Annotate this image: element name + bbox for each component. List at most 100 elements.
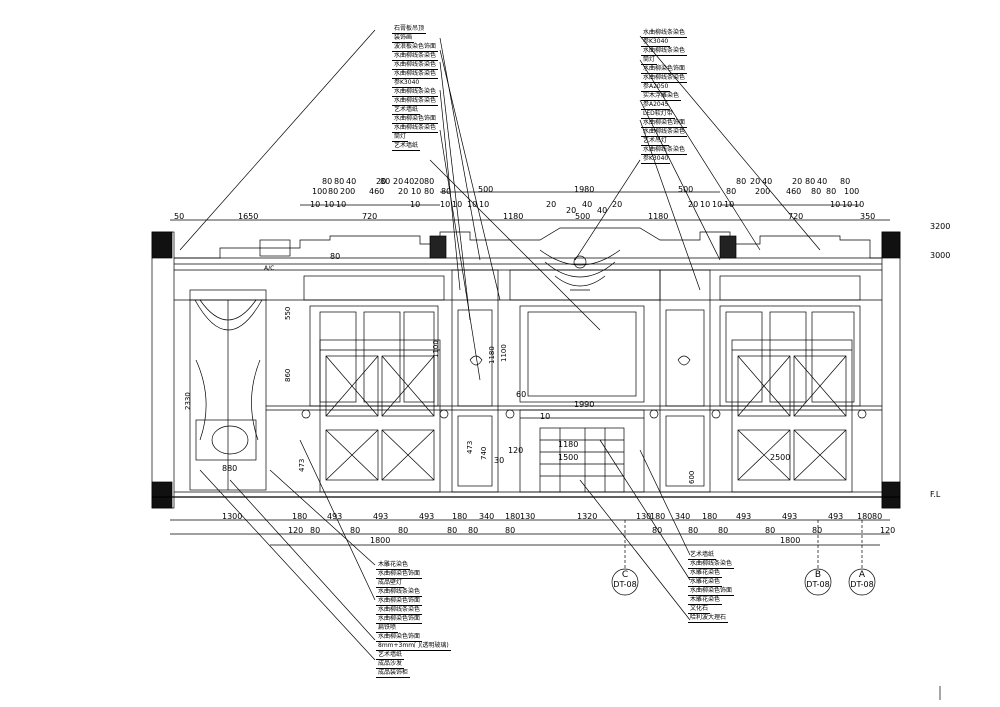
dim-text: 120 bbox=[288, 526, 304, 535]
dim-text: 10 bbox=[336, 200, 347, 209]
level-mark: 3200 bbox=[930, 222, 951, 231]
dim-text: 473 bbox=[298, 458, 306, 472]
dim-text: 1180 bbox=[648, 212, 669, 221]
label: 水曲柳线条染色 bbox=[641, 47, 688, 56]
dim-text: 80 bbox=[350, 526, 361, 535]
dim-text: 80 bbox=[424, 187, 435, 196]
dim-text: 1990 bbox=[574, 400, 595, 409]
label: 水曲柳染色饰面 bbox=[376, 597, 423, 606]
dim-text: 473 bbox=[466, 440, 474, 454]
label: 水曲柳染色饰面 bbox=[376, 615, 423, 624]
section-letter: A bbox=[858, 570, 866, 580]
label: 参A2050 bbox=[641, 83, 671, 92]
dim-text: 30 bbox=[494, 456, 505, 465]
label: 水曲柳染色饰面 bbox=[392, 115, 439, 124]
dim-text: 1980 bbox=[574, 185, 595, 194]
label: 水曲柳线条染色 bbox=[641, 74, 688, 83]
section-code: DT-08 bbox=[850, 580, 874, 589]
dim-text: 10 bbox=[724, 200, 735, 209]
dim-text: 20 bbox=[546, 200, 557, 209]
dim-text: 1180 bbox=[488, 346, 496, 364]
chandelier bbox=[539, 249, 621, 291]
level-mark: 3000 bbox=[930, 251, 951, 260]
dim-text: 80 bbox=[811, 187, 822, 196]
dim-text: 80 bbox=[328, 187, 339, 196]
label: 水曲柳线条染色 bbox=[641, 146, 688, 155]
dim-text: 860 bbox=[284, 368, 292, 382]
label: 装饰画 bbox=[392, 34, 415, 43]
label: 水曲柳线条染色 bbox=[688, 560, 735, 569]
dim-text: 80 bbox=[652, 526, 663, 535]
label: 水曲柳线条染色 bbox=[641, 128, 688, 137]
dim-text: 340 bbox=[479, 512, 495, 521]
dim-text: 350 bbox=[860, 212, 876, 221]
dim-text: 40 bbox=[597, 206, 608, 215]
dim-text: 80 bbox=[322, 177, 333, 186]
label: 水曲柳染色饰面 bbox=[376, 633, 423, 642]
ac-label: A/C bbox=[264, 265, 275, 272]
label: 成品壁灯 bbox=[376, 579, 405, 588]
dim-text: 10 bbox=[854, 200, 865, 209]
label: 水曲柳线条染色 bbox=[392, 88, 439, 97]
label: 水曲柳线条染色 bbox=[392, 124, 439, 133]
dim-text: 100 bbox=[312, 187, 328, 196]
dim-text: 20 bbox=[688, 200, 699, 209]
section-code: DT-08 bbox=[613, 580, 637, 589]
label: 水曲柳线条染色 bbox=[392, 52, 439, 61]
dim-text: 340 bbox=[675, 512, 691, 521]
center-frame bbox=[519, 305, 645, 403]
label: 扁铁喷 bbox=[376, 624, 399, 633]
dim-text: 1500 bbox=[558, 453, 579, 462]
label: 波浪板染色饰面 bbox=[392, 43, 439, 52]
dim-text: 500 bbox=[478, 185, 494, 194]
right-column bbox=[881, 231, 901, 509]
dim-text: 180 bbox=[292, 512, 308, 521]
label: 水雕花染色 bbox=[688, 578, 723, 587]
dim-text: 1300 bbox=[222, 512, 243, 521]
right-cabinet bbox=[731, 339, 853, 493]
dim-text: 20 bbox=[566, 206, 577, 215]
dim-text: 80 bbox=[310, 526, 321, 535]
left-column bbox=[151, 231, 175, 509]
dim-text: 460 bbox=[369, 187, 385, 196]
dim-text: 493 bbox=[373, 512, 389, 521]
dim-text: 80 bbox=[468, 526, 479, 535]
label: 水曲柳线条染色 bbox=[376, 606, 423, 615]
dim-text: 20 bbox=[750, 177, 761, 186]
label: 哈利波大理石 bbox=[688, 614, 729, 623]
dim-text: 80 bbox=[840, 177, 851, 186]
label: 石膏板吊顶 bbox=[392, 25, 427, 34]
dim-text: 40 bbox=[582, 200, 593, 209]
label: 参K3040 bbox=[392, 79, 422, 88]
dim-text: 200 bbox=[340, 187, 356, 196]
dim-text: 80 bbox=[688, 526, 699, 535]
dim-text: 1320 bbox=[577, 512, 598, 521]
dim-text: 80 bbox=[398, 526, 409, 535]
dim-text: 10 bbox=[310, 200, 321, 209]
dim-text: 493 bbox=[828, 512, 844, 521]
label: 水曲柳染色饰面 bbox=[376, 570, 423, 579]
dim-text: 80 bbox=[718, 526, 729, 535]
label: 艺术墙纸 bbox=[688, 551, 717, 560]
dim-text: 180 bbox=[650, 512, 666, 521]
label: 水曲柳染色饰面 bbox=[641, 119, 688, 128]
label: 木雕花染色 bbox=[688, 596, 723, 605]
dim-text: 80 bbox=[424, 177, 435, 186]
dim-text: 720 bbox=[362, 212, 378, 221]
dim-text: 80 bbox=[380, 177, 391, 186]
left-cabinet bbox=[319, 339, 441, 493]
dim-text: 10 bbox=[842, 200, 853, 209]
dim-text: 60 bbox=[516, 390, 527, 399]
dim-text: 1180 bbox=[503, 212, 524, 221]
label: 参K3040 bbox=[641, 38, 671, 47]
section-letter: C bbox=[621, 570, 629, 580]
section-letter: B bbox=[814, 570, 822, 580]
dim-text: 180 bbox=[702, 512, 718, 521]
dim-text: 180 bbox=[452, 512, 468, 521]
dim-text: 120 bbox=[508, 446, 524, 455]
label: 文化石 bbox=[688, 605, 711, 614]
dim-text: 10 bbox=[467, 200, 478, 209]
label: 成品沙发 bbox=[376, 660, 405, 669]
dim-text: 10 bbox=[700, 200, 711, 209]
dim-text: 180 bbox=[857, 512, 873, 521]
